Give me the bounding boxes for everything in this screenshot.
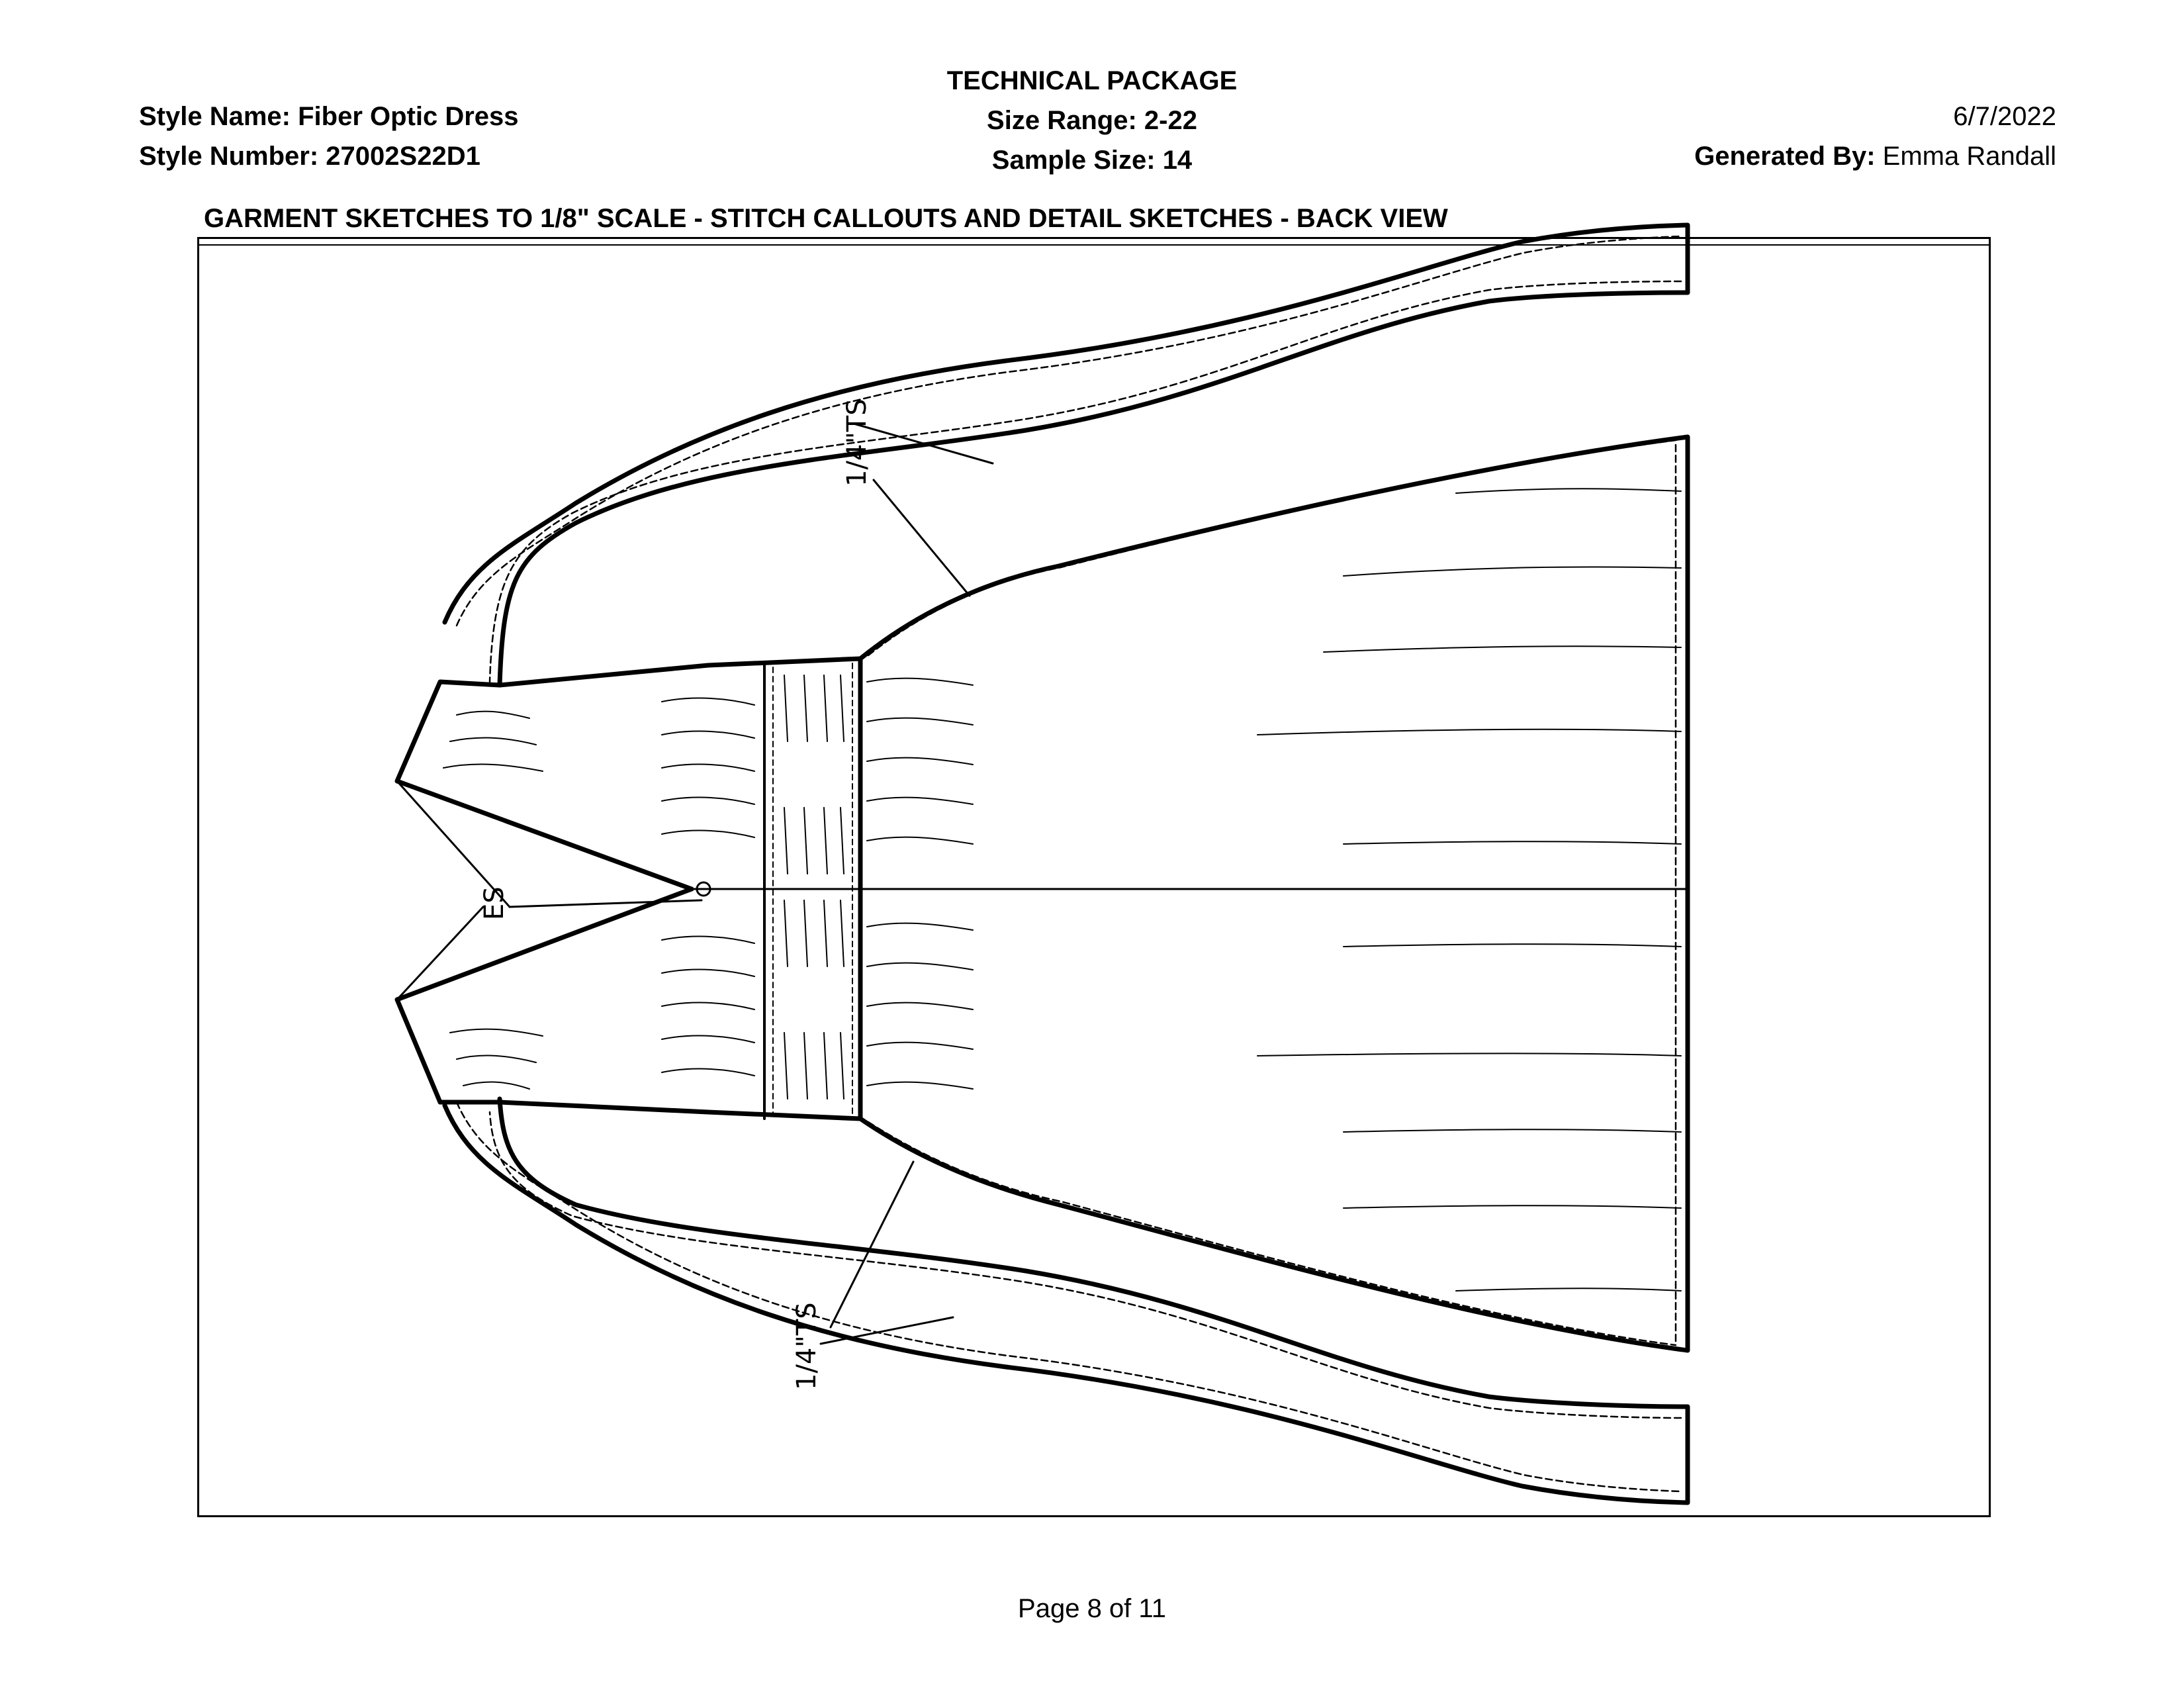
date: 6/7/2022 [1953, 102, 2056, 131]
page-title: TECHNICAL PACKAGE [946, 66, 1238, 95]
sketch-frame [197, 237, 1991, 1517]
generated-by-line: Generated By: Emma Randall [1694, 140, 2056, 172]
frame-divider [199, 244, 1989, 246]
callout-edgestitch: ES [479, 886, 510, 920]
bodice-lower [394, 886, 694, 1105]
size-range-value: 2-22 [1144, 106, 1197, 135]
sample-size-label: Sample Size: [991, 146, 1156, 175]
upper-strap-stitch-inner [488, 280, 1682, 683]
lower-strap-stitch-inner [488, 1111, 1682, 1419]
style-name-line: Style Name: Fiber Optic Dress [139, 101, 519, 132]
skirt-gathers [866, 488, 1682, 1291]
upper-strap-stitch [455, 235, 1682, 627]
generated-by-value: Emma Randall [1882, 142, 2056, 171]
callout-top-topstitch: 1/4"TS [842, 399, 872, 487]
waistband-gathers [784, 675, 844, 1100]
section-title: GARMENT SKETCHES TO 1/8" SCALE - STITCH … [204, 204, 1448, 233]
lower-strap [442, 1096, 1690, 1505]
sample-size-line: Sample Size: 14 [761, 140, 1423, 180]
style-name-value: Fiber Optic Dress [298, 102, 519, 131]
header-center: TECHNICAL PACKAGE Size Range: 2-22 Sampl… [761, 61, 1423, 180]
lower-strap-stitch [455, 1101, 1682, 1493]
style-number-line: Style Number: 27002S22D1 [139, 140, 480, 172]
page-number: Page 8 of 11 [1018, 1594, 1166, 1623]
sample-size-value: 14 [1162, 146, 1193, 175]
callout-bottom-topstitch: 1/4"TS [792, 1302, 822, 1390]
skirt-hem-stitch [867, 439, 1677, 1346]
style-name-label: Style Name: [139, 102, 291, 131]
style-number-label: Style Number: [139, 142, 319, 171]
style-number-value: 27002S22D1 [326, 142, 480, 171]
bodice-gathers [443, 697, 755, 1090]
size-range-line: Size Range: 2-22 [761, 101, 1423, 140]
generated-by-label: Generated By: [1694, 142, 1876, 171]
skirt-outline [858, 434, 1690, 1353]
size-range-label: Size Range: [987, 106, 1137, 135]
callout-leaders [396, 422, 994, 1345]
upper-strap [442, 222, 1690, 688]
